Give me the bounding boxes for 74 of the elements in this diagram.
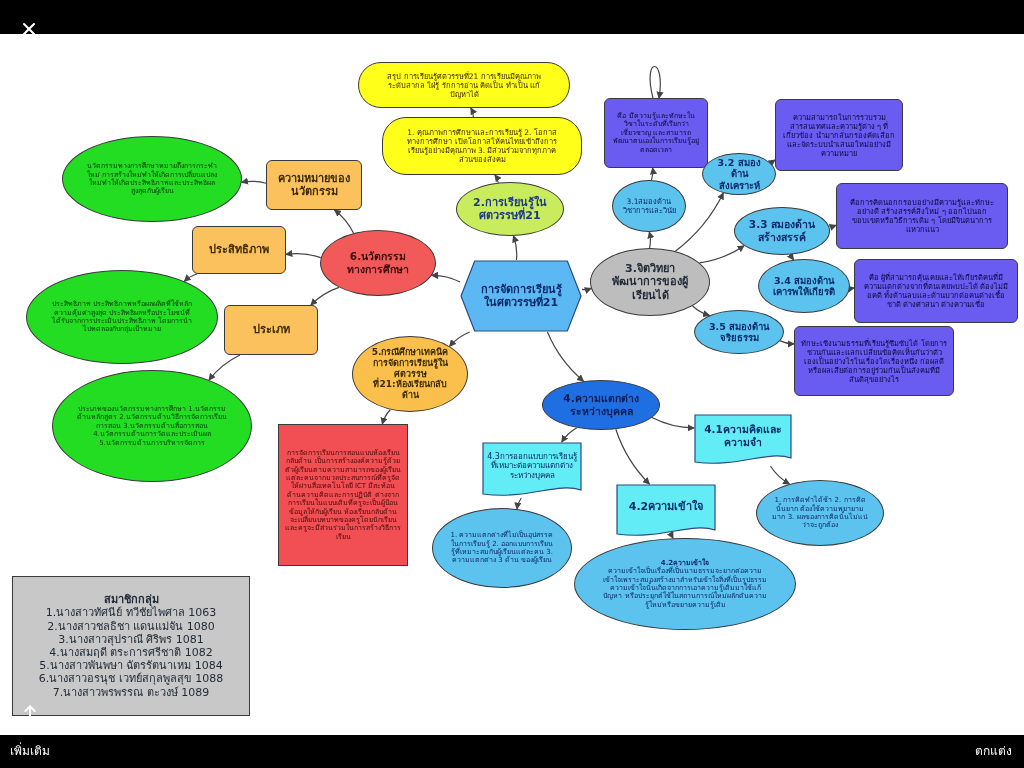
node-text: 7.นางสาวพรพรรณ ตะวงษ์ 1089 bbox=[52, 685, 210, 699]
node-text: 3.3 สมองด้านสร้างสรรค์ bbox=[747, 218, 817, 244]
connector-arrow bbox=[779, 340, 795, 348]
node-text: 5.นางสาวพันพษา ฉัตรรัตนาเหม 1084 bbox=[39, 659, 223, 673]
topic-ellipse bbox=[694, 310, 784, 354]
node-text: การจัดการเรียนรู้ในศตวรรษที่21 bbox=[479, 282, 563, 310]
connector-arrow bbox=[470, 107, 477, 118]
document-shape bbox=[482, 442, 582, 498]
node-text: 2.การเรียนรู้ในศตวรรษที่21 bbox=[472, 195, 548, 223]
connector-arrow bbox=[285, 250, 322, 259]
connector-arrow bbox=[649, 167, 657, 181]
summary-pill bbox=[382, 117, 582, 175]
connector-arrow bbox=[667, 531, 674, 540]
node-heading: สมาชิกกลุ่ม bbox=[103, 593, 159, 607]
node-text: 2.นางสาวชลธิชา แดนแม่จัน 1080 bbox=[47, 619, 215, 633]
toolbar-text: ตกแต่ง bbox=[975, 743, 1012, 760]
node-text: 3.จิตวิทยาพัฒนาการของผู้เรียนได้ bbox=[611, 262, 689, 302]
connector-arrow bbox=[769, 465, 791, 485]
node-text: 3.2 สมองด้านสังเคราะห์ bbox=[716, 156, 762, 192]
note-box bbox=[266, 160, 362, 210]
connector-arrow bbox=[674, 192, 724, 252]
connector-arrow bbox=[698, 245, 745, 264]
note-box bbox=[192, 226, 286, 274]
connector-arrow bbox=[546, 331, 585, 382]
connector-arrow bbox=[310, 286, 340, 306]
node-text: ความหมายของนวัตกรรม bbox=[277, 171, 351, 199]
connector-arrow bbox=[514, 497, 522, 510]
node-text: 6.นวัตกรรมทางการศึกษา bbox=[346, 250, 410, 276]
topic-hexagon bbox=[460, 260, 582, 332]
node-text: 3.5 สมองด้านจริยธรรม bbox=[707, 320, 771, 344]
connector-arrow bbox=[430, 271, 461, 283]
document-shape bbox=[616, 484, 716, 538]
note-box bbox=[224, 305, 318, 355]
topic-ellipse bbox=[702, 153, 776, 195]
node-text: 4.ความแตกต่างระหว่างบุคคล bbox=[562, 392, 640, 418]
connector-arrow bbox=[647, 231, 655, 249]
document-shape bbox=[694, 414, 792, 466]
note-box bbox=[604, 98, 708, 168]
node-text: 5.กรณีศึกษาเทคนิคการจัดการเรียนรู้ในศตวรรษที่21:ห้องเรียนกลับด้าน bbox=[370, 347, 450, 401]
connector-arrow bbox=[828, 223, 837, 231]
node-text: 1.นางสาวทัศนีย์ ทวีชัยไพศาล 1063 bbox=[45, 606, 217, 620]
connector-arrow bbox=[183, 273, 198, 282]
node-text: 4.3การออกแบบการเรียนรู้ที่เหมาะต่อความแตกต่างระหว่างบุคคล bbox=[486, 451, 578, 481]
connector-arrow bbox=[240, 177, 267, 185]
topic-ellipse bbox=[734, 207, 830, 255]
connector-arrow bbox=[561, 427, 578, 443]
node-text: 3.4 สมองด้านเคารพให้เกียรติ bbox=[772, 274, 836, 298]
connector-arrow bbox=[649, 65, 664, 99]
node-text: 4.1ความคิดและความจำ bbox=[703, 423, 783, 449]
node-text: ประสิทธิภาพ bbox=[209, 243, 269, 257]
connector-arrow bbox=[512, 235, 519, 261]
summary-pill bbox=[358, 62, 570, 108]
note-box bbox=[775, 99, 903, 171]
node-text: 6.นางสาวอรนุช เวทย์สกุลพูลสุข 1088 bbox=[38, 672, 224, 686]
connector-arrow bbox=[333, 209, 355, 234]
connector-arrow bbox=[767, 159, 776, 167]
connector-arrow bbox=[692, 305, 711, 317]
connector-arrow bbox=[651, 416, 695, 432]
note-box bbox=[854, 259, 1018, 323]
node-text: ประเภท bbox=[252, 323, 290, 337]
note-box bbox=[278, 424, 408, 566]
note-box bbox=[836, 183, 1008, 249]
note-box bbox=[12, 576, 250, 716]
node-text: 3.นางสาวสุปราณี ศิริพร 1081 bbox=[58, 632, 204, 646]
connector-arrow bbox=[448, 331, 471, 347]
node-text: 4.2ความเข้าใจ bbox=[628, 500, 704, 514]
connector-arrow bbox=[380, 409, 391, 425]
note-box bbox=[794, 326, 954, 396]
node-text: 4.นางสมฤดี ตระการศรีชาติ 1082 bbox=[49, 646, 213, 660]
connector-arrow bbox=[581, 287, 592, 294]
connector-arrow bbox=[494, 174, 502, 184]
toolbar-text: เพิ่มเติม bbox=[10, 742, 50, 760]
connector-arrow bbox=[208, 354, 241, 381]
connector-arrow bbox=[615, 428, 651, 485]
